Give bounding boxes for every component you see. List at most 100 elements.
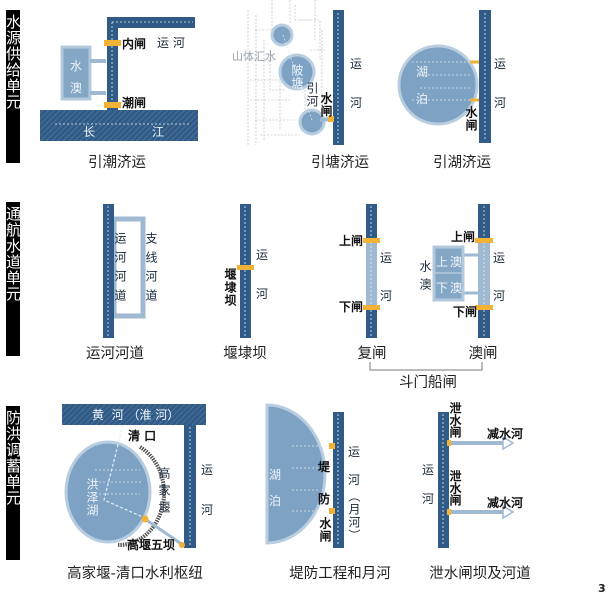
- canal-label: 河: [422, 492, 434, 506]
- pond-label: 陂塘: [290, 63, 304, 90]
- lower-gate: [475, 305, 493, 310]
- canal-label: 运: [422, 463, 434, 477]
- gate-label: 下闸: [453, 304, 477, 319]
- canal-label: 运: [494, 57, 506, 71]
- relief-river-label: 减水河: [487, 426, 523, 441]
- canal: [438, 412, 449, 548]
- canal-label: 运: [350, 57, 362, 71]
- moon-river-label: （月河）: [347, 490, 361, 542]
- panel-weir-dam: 堰埭坝 运 河 堰埭坝: [223, 204, 268, 362]
- canal: [333, 10, 344, 145]
- canal: [184, 425, 196, 548]
- gate-label: 上闸: [339, 233, 363, 248]
- inner-gate: [104, 40, 121, 46]
- panel-lake-diversion: 湖 泊 水闸 运 河 引湖济运: [397, 10, 506, 171]
- river-label: 黄 河 （淮 河）: [92, 408, 179, 422]
- panel-caption: 引潮济运: [88, 154, 146, 171]
- runoff-label: 山体汇水: [232, 49, 276, 63]
- canal-label: 河: [493, 289, 505, 303]
- canal-label: 河: [350, 96, 362, 110]
- yellow-river: [62, 404, 206, 425]
- section-bar: [6, 10, 20, 163]
- panel-caption: 堰埭坝: [223, 345, 267, 362]
- canal-label: 河: [201, 503, 213, 517]
- weir-gate: [237, 265, 254, 270]
- panel-caption: 引湖济运: [433, 154, 491, 171]
- lake: [397, 44, 479, 126]
- reservoir-label: 澳: [70, 81, 82, 95]
- gate-label: 下闸: [339, 299, 363, 314]
- lock-chamber: [366, 240, 377, 307]
- gate-label: 潮闸: [122, 95, 146, 110]
- canal-label: 河: [494, 96, 506, 110]
- section-label: 防洪调蓄单元: [4, 410, 22, 506]
- section-bar: [6, 202, 20, 356]
- panel-tide-diversion: 长 江 运 河 水 澳 内闸 潮闸 引潮济运: [40, 17, 198, 171]
- lake: [265, 403, 327, 545]
- panel-caption: 高家堰-清口水利枢纽: [67, 565, 203, 582]
- lock-chamber: [478, 240, 490, 307]
- panel-caption: 复闸: [358, 344, 387, 362]
- sluice-gate: [329, 508, 335, 514]
- gaojiayan-dike: [117, 445, 167, 548]
- dike-label: 防: [318, 491, 330, 506]
- panel-caption: 运河河道: [86, 345, 144, 362]
- spillway-label: 泄水闸: [448, 401, 462, 439]
- lower-gate: [363, 305, 380, 310]
- canal: [103, 204, 114, 338]
- panel-reservoir-lock: 上 澳 下 澳 水澳 上闸 下闸 运 河 澳闸: [418, 204, 505, 362]
- row-water-supply: 水源供给单元 长 江 运 河 水 澳 内闸 潮闸 引潮济运: [4, 0, 506, 171]
- sluice-label: 水闸: [319, 91, 333, 118]
- gate-label: 内闸: [122, 36, 146, 51]
- arrow-icon: [502, 435, 515, 520]
- canal: [479, 10, 491, 143]
- qingkou-label: 清 口: [128, 428, 156, 443]
- lake-label: 洪泽湖: [85, 478, 99, 517]
- canal-label: 运: [493, 251, 505, 265]
- sluice-gate: [328, 116, 334, 122]
- canal-label: 运: [348, 445, 360, 459]
- row-navigation: 通航水道单元 运河河道 支线河道 运河河道 堰埭坝 运 河 堰埭坝 上闸 下闸: [4, 202, 505, 391]
- panel-gaojiayan-qingkou: 黄 河 （淮 河） 清 口 洪泽湖 高家堰 高堰五坝 运 河 高家堰-清口水利枢…: [62, 404, 213, 582]
- canal-label: 运: [201, 463, 213, 477]
- panel-caption: 澳闸: [469, 345, 498, 362]
- panel-caption: 堤防工程和月河: [289, 565, 391, 582]
- canal-label: 河: [380, 289, 392, 303]
- panel-caption: 引塘济运: [311, 154, 369, 171]
- yangtze-river: [40, 110, 198, 141]
- feeder-label: 引河: [305, 82, 319, 108]
- panel-dike-moon-river: 湖 泊 堤 防 水闸 运 河 （月河） 堤防工程和月河: [265, 403, 391, 582]
- lake-label: 湖: [416, 64, 428, 79]
- canal-label: 运 河: [157, 36, 185, 50]
- dam-gate: [141, 515, 149, 523]
- pond: [298, 108, 326, 136]
- dike-label: 堤: [318, 459, 331, 474]
- reservoir-label: 澳: [450, 255, 462, 269]
- relief-river-label: 减水河: [487, 495, 523, 510]
- reservoir-label: 下: [436, 281, 448, 295]
- spillway-label: 泄水闸: [448, 469, 462, 507]
- reservoir-label: 水澳: [418, 260, 432, 296]
- upper-gate: [363, 238, 380, 243]
- tide-gate: [104, 102, 121, 108]
- sluice-label: 水闸: [318, 516, 332, 543]
- lake-label: 湖: [269, 467, 281, 482]
- lake-label: 泊: [416, 92, 428, 106]
- reservoir-label: 水: [70, 59, 82, 73]
- panel-pond-diversion: 山体汇水 陂塘 引河 水闸 运 河 引塘济运: [232, 0, 369, 171]
- canal: [107, 17, 118, 110]
- sluice-gate: [329, 443, 335, 449]
- river-label: 江: [152, 125, 164, 139]
- gate-label: 上闸: [451, 229, 475, 244]
- row-flood-control: 防洪调蓄单元 黄 河 （淮 河） 清 口 洪泽湖 高家堰 高堰五坝 运 河 高家…: [4, 401, 531, 582]
- pond: [270, 23, 294, 47]
- reservoir-label: 澳: [450, 281, 462, 295]
- group-label: 斗门船闸: [399, 374, 457, 391]
- qingkou-channel: [103, 424, 146, 519]
- hongze-lake: [64, 440, 152, 544]
- section-label: 通航水道单元: [4, 206, 22, 302]
- canal: [240, 204, 251, 338]
- canal-label: 河: [256, 287, 268, 301]
